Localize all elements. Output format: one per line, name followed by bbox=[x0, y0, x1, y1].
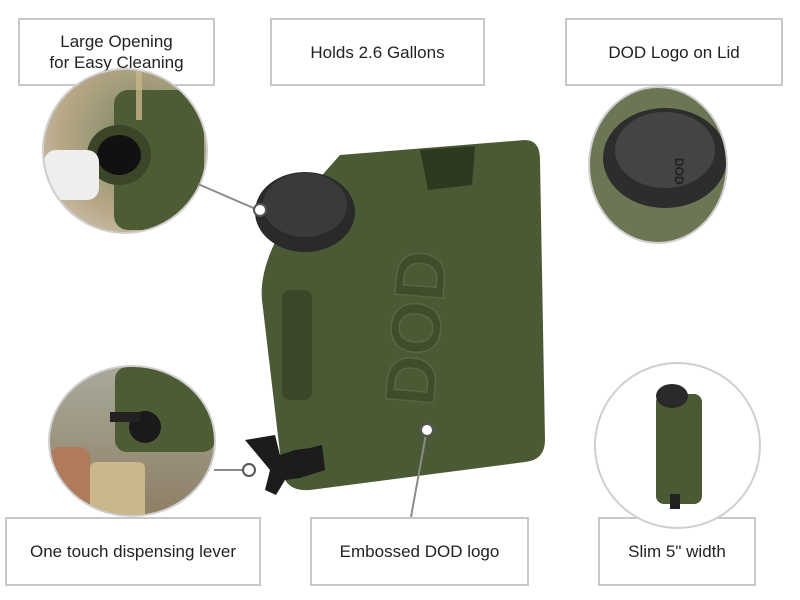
callout-capacity-text: Holds 2.6 Gallons bbox=[310, 42, 445, 62]
lever-detail-photo bbox=[48, 365, 216, 517]
callout-lid-logo-text: DOD Logo on Lid bbox=[608, 42, 740, 62]
callout-lever-text: One touch dispensing lever bbox=[29, 542, 237, 561]
slim-side-graphic bbox=[656, 384, 702, 509]
callout-capacity: Holds 2.6 Gallons bbox=[270, 18, 485, 86]
opening-detail-photo bbox=[42, 68, 208, 234]
lid-logo-emboss: DOD bbox=[672, 158, 686, 185]
embossed-dod-logo: DOD bbox=[370, 247, 461, 409]
jerrycan-body bbox=[261, 140, 545, 491]
jerrycan-cap bbox=[255, 172, 355, 252]
callout-embossed: Embossed DOD logo bbox=[310, 517, 529, 586]
dispensing-lever bbox=[245, 435, 325, 495]
callout-slim-text: Slim 5" width bbox=[628, 542, 726, 561]
connector-opening bbox=[197, 183, 259, 211]
slim-detail-photo bbox=[594, 362, 761, 529]
callout-large-opening-text: Large Opening for Easy Cleaning bbox=[49, 32, 184, 72]
opening-detail-graphic bbox=[44, 70, 204, 230]
side-grip bbox=[282, 290, 312, 400]
callout-embossed-text: Embossed DOD logo bbox=[339, 542, 500, 561]
callout-lid-logo: DOD Logo on Lid bbox=[565, 18, 783, 86]
lid-detail-graphic: DOD bbox=[603, 108, 726, 208]
lever-detail-graphic bbox=[50, 367, 214, 515]
connector-embossed bbox=[410, 433, 427, 518]
jerrycan-handle bbox=[420, 146, 475, 190]
lid-detail-photo: DOD bbox=[588, 86, 728, 244]
callout-lever: One touch dispensing lever bbox=[5, 517, 261, 586]
